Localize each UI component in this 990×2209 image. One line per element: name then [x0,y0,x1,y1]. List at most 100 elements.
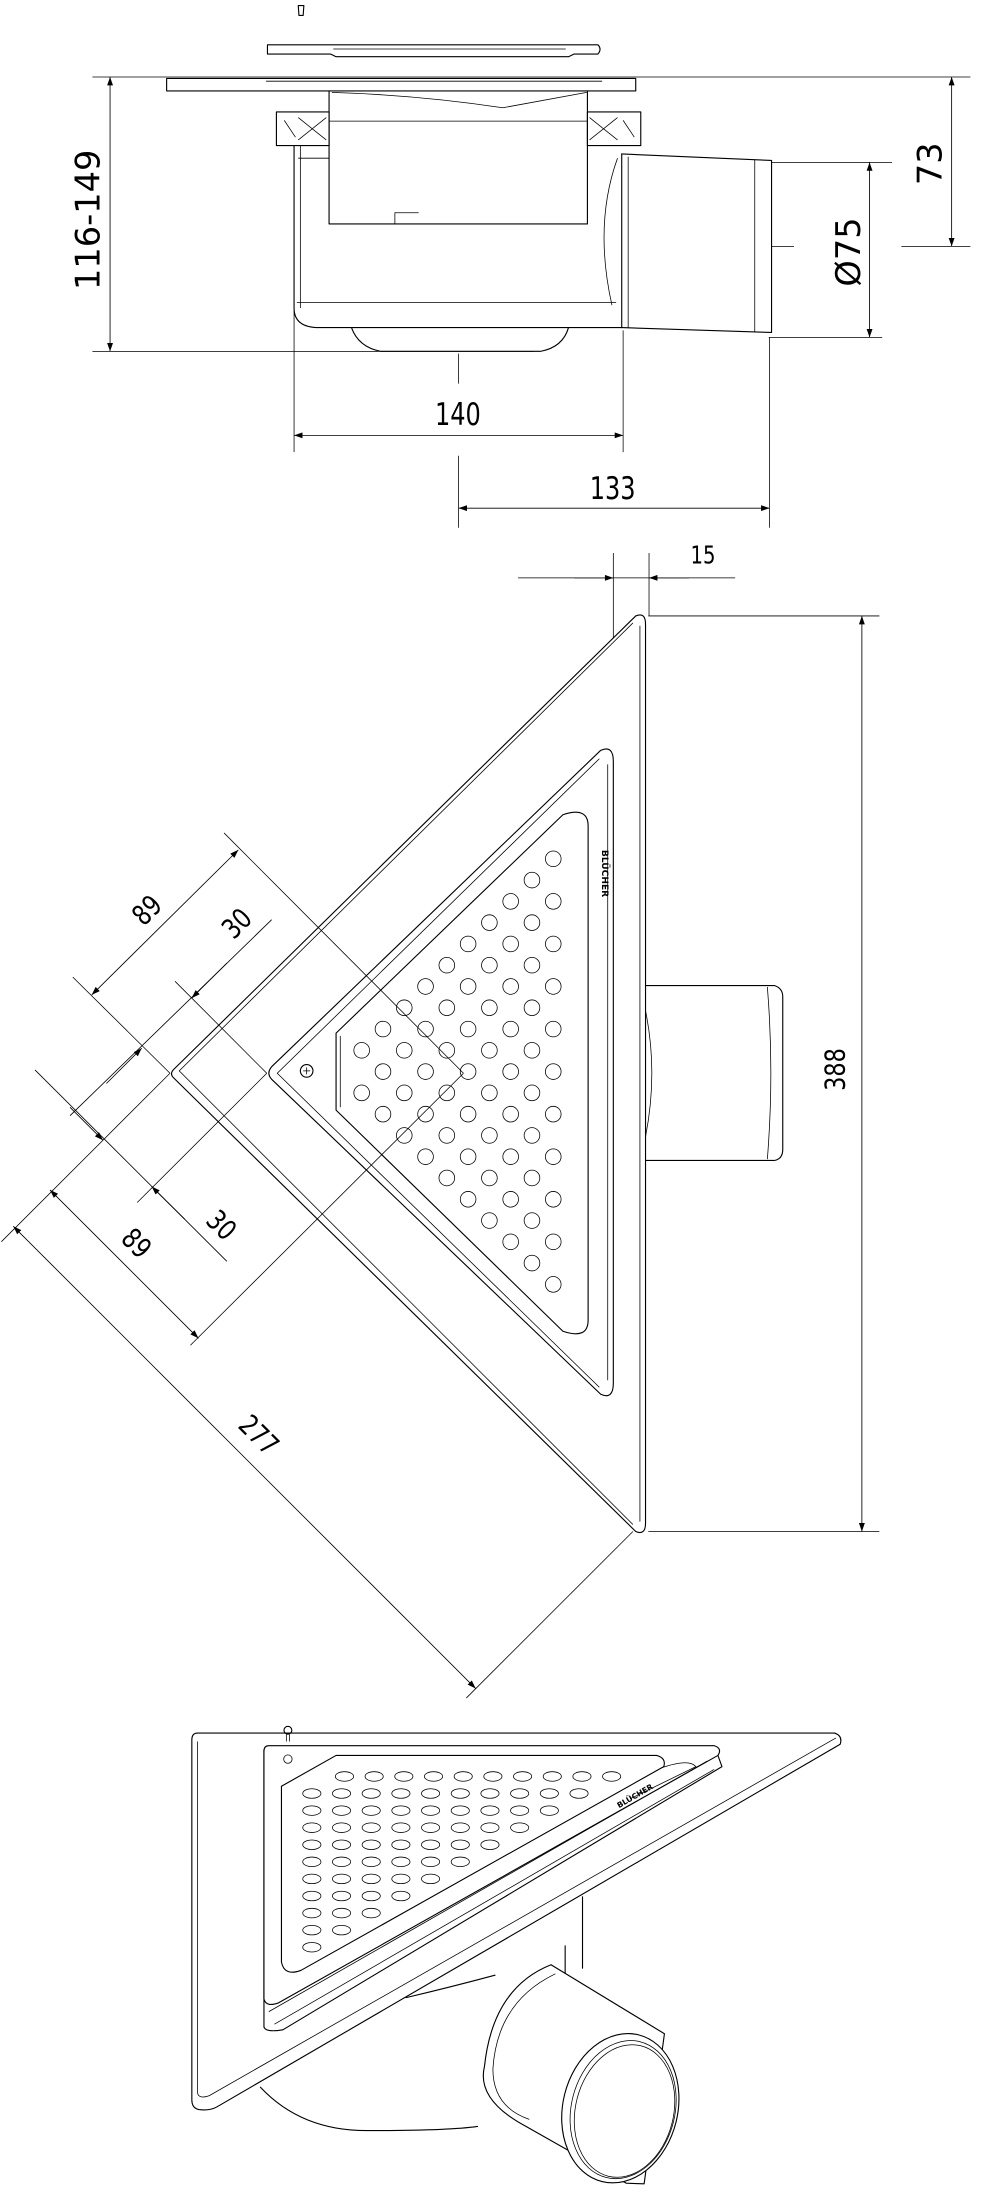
grate-hole [523,956,541,974]
grate-hole [572,1771,592,1782]
grate-hole [539,1788,559,1799]
dim-outlet-length-label: 133 [590,470,636,507]
grate-hole [332,1822,352,1833]
iso-grate-holes [302,1771,622,1953]
grate-hole [481,1042,498,1059]
plan-grate-holes [353,850,562,1293]
dim-flange-offset-label: 15 [690,541,715,570]
grate-cover-exploded [266,5,601,58]
grate-hole [453,1771,473,1782]
grate-hole [523,1084,541,1102]
grate-hole [302,1907,322,1919]
grate-hole [361,1890,381,1902]
grate-hole [459,1063,477,1080]
side-view: 116-149 73 Ø75 140 133 [69,5,971,528]
grate-hole [545,893,562,910]
dim-edge-length-line [13,1225,476,1689]
grate-hole [450,1805,470,1816]
grate-hole [523,1042,541,1059]
grate-hole [438,1127,456,1144]
grate-hole [361,1907,381,1919]
grate-hole [459,1191,477,1208]
grate-hole [545,1148,562,1165]
dim-body-width-label: 140 [435,396,481,433]
grate-hole [459,1105,477,1123]
grate-hole [450,1839,470,1850]
grate-hole [502,1063,519,1080]
grate-hole [523,999,541,1016]
grate-hole [302,1788,322,1799]
grate-hole [374,1105,392,1123]
grate-hole [523,914,541,931]
grate-hole [391,1822,411,1833]
plan-brand-logo: BLÜCHER [599,850,610,897]
grate-hole [438,956,456,974]
dim-overall-length-label: 388 [818,1048,851,1091]
grate-hole [523,1212,541,1229]
outlet-pipe-side [621,153,773,334]
grate-hole [545,978,562,995]
grate-hole [302,1873,322,1885]
grate-hole [394,1771,414,1782]
grate-hole [545,935,562,953]
grate-hole [361,1856,381,1867]
plan-view: 15 BLÜCHER 89 [1,541,880,1699]
grate-hole [417,978,434,995]
iso-screw-icon [283,1725,293,1764]
grate-hole [332,1856,352,1867]
outlet-pipe-iso [482,1964,680,2185]
grate-hole [481,1084,498,1102]
grate-hole [502,893,519,910]
grate-hole [421,1822,441,1833]
grate-hole [523,1127,541,1144]
grate-hole [459,978,477,995]
plan-screw-icon [299,1064,314,1078]
grate-hole [332,1805,352,1816]
grate-hole [510,1788,530,1799]
iso-grate-plate [280,1754,665,1973]
grate-hole [421,1839,441,1850]
grate-hole [391,1856,411,1867]
grate-hole [542,1771,562,1782]
grate-hole [545,1233,562,1251]
dim-lower-inner-label: 30 [200,1203,244,1247]
grate-hole [450,1856,470,1867]
dim-upper-outer-line [91,849,239,996]
grate-hole [332,1925,352,1936]
grate-hole [513,1771,533,1782]
grate-hole [502,1105,519,1123]
grate-hole [481,1212,498,1229]
grate-hole [391,1805,411,1816]
grate-hole [502,935,519,953]
grate-hole [417,1020,434,1038]
grate-hole [502,1233,519,1251]
grate-hole [483,1771,503,1782]
grate-hole [361,1873,381,1885]
grate-hole [502,1020,519,1038]
grate-hole [374,1020,392,1038]
grate-hole [361,1805,381,1816]
grate-hole [481,1169,498,1187]
grate-hole [459,1148,477,1165]
grate-hole [481,956,498,974]
screw-icon [297,5,305,16]
grate-hole [374,1063,392,1080]
grate-hole [353,1042,370,1059]
grate-hole [361,1839,381,1850]
grate-hole [480,1805,500,1816]
dim-lower-outer-label: 89 [115,1221,159,1265]
grate-hole [480,1822,500,1833]
grate-hole [332,1873,352,1885]
grate-hole [438,1042,456,1059]
grate-hole [459,1020,477,1038]
grate-hole [417,1148,434,1165]
grate-hole [438,999,456,1016]
grate-hole [510,1805,530,1816]
grate-hole [391,1839,411,1850]
grate-hole [545,1020,562,1038]
grate-hole [481,999,498,1016]
grate-hole [361,1822,381,1833]
grate-hole [481,1127,498,1144]
grate-hole [396,999,413,1016]
grate-plate [335,811,589,1335]
